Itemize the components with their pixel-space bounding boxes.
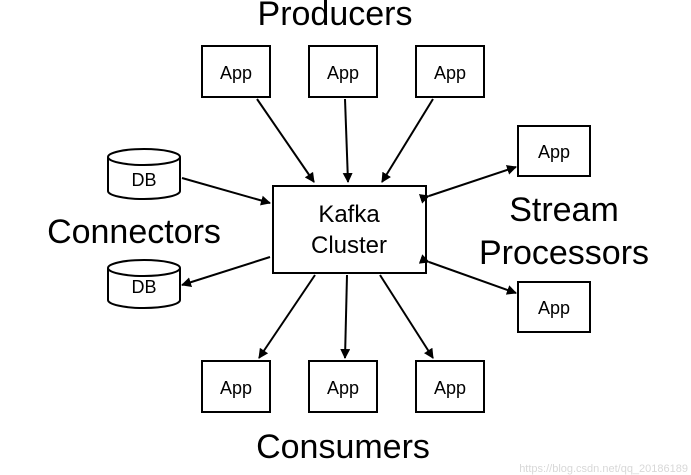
consumers-label: Consumers [256, 428, 430, 466]
svg-text:App: App [434, 378, 466, 398]
consumer-app-2: App [308, 360, 378, 413]
stream-processors-label-line2: Processors [479, 234, 649, 272]
producer-app-1: App [201, 45, 271, 98]
svg-text:App: App [434, 63, 466, 83]
stream-processors-label-line1: Stream [509, 191, 619, 229]
stream-processor-app-1: App [517, 125, 591, 177]
svg-text:App: App [220, 378, 252, 398]
stream-processor-1-arrow [418, 165, 517, 204]
svg-text:App: App [538, 142, 570, 162]
svg-text:App: App [538, 298, 570, 318]
kafka-cluster-label-line1: Kafka [318, 201, 380, 228]
svg-text:App: App [220, 63, 252, 83]
svg-text:DB: DB [131, 170, 156, 190]
kafka-cluster-node: Kafka Cluster [272, 185, 427, 274]
connectors-label: Connectors [47, 213, 221, 251]
producer-2-arrow [342, 98, 353, 183]
kafka-cluster-label-line2: Cluster [311, 232, 387, 259]
consumer-3-arrow [379, 274, 434, 359]
stream-processor-app-2: App [517, 281, 591, 333]
connector-db-2: DB [107, 259, 181, 309]
consumer-2-arrow [340, 274, 351, 359]
producers-label: Producers [258, 0, 413, 33]
connector-db-1: DB [107, 148, 181, 200]
watermark-text: https://blog.csdn.net/qq_20186189 [519, 463, 688, 475]
stream-processor-2-arrow [418, 254, 517, 295]
svg-text:App: App [327, 63, 359, 83]
svg-text:DB: DB [131, 277, 156, 297]
producer-app-3: App [415, 45, 485, 98]
consumer-app-3: App [415, 360, 485, 413]
connector-db-2-arrow [181, 256, 271, 288]
producer-3-arrow [381, 98, 434, 183]
producer-app-2: App [308, 45, 378, 98]
producer-1-arrow [256, 98, 315, 183]
connector-db-1-arrow [181, 177, 271, 206]
svg-text:App: App [327, 378, 359, 398]
consumer-1-arrow [258, 274, 316, 359]
consumer-app-1: App [201, 360, 271, 413]
